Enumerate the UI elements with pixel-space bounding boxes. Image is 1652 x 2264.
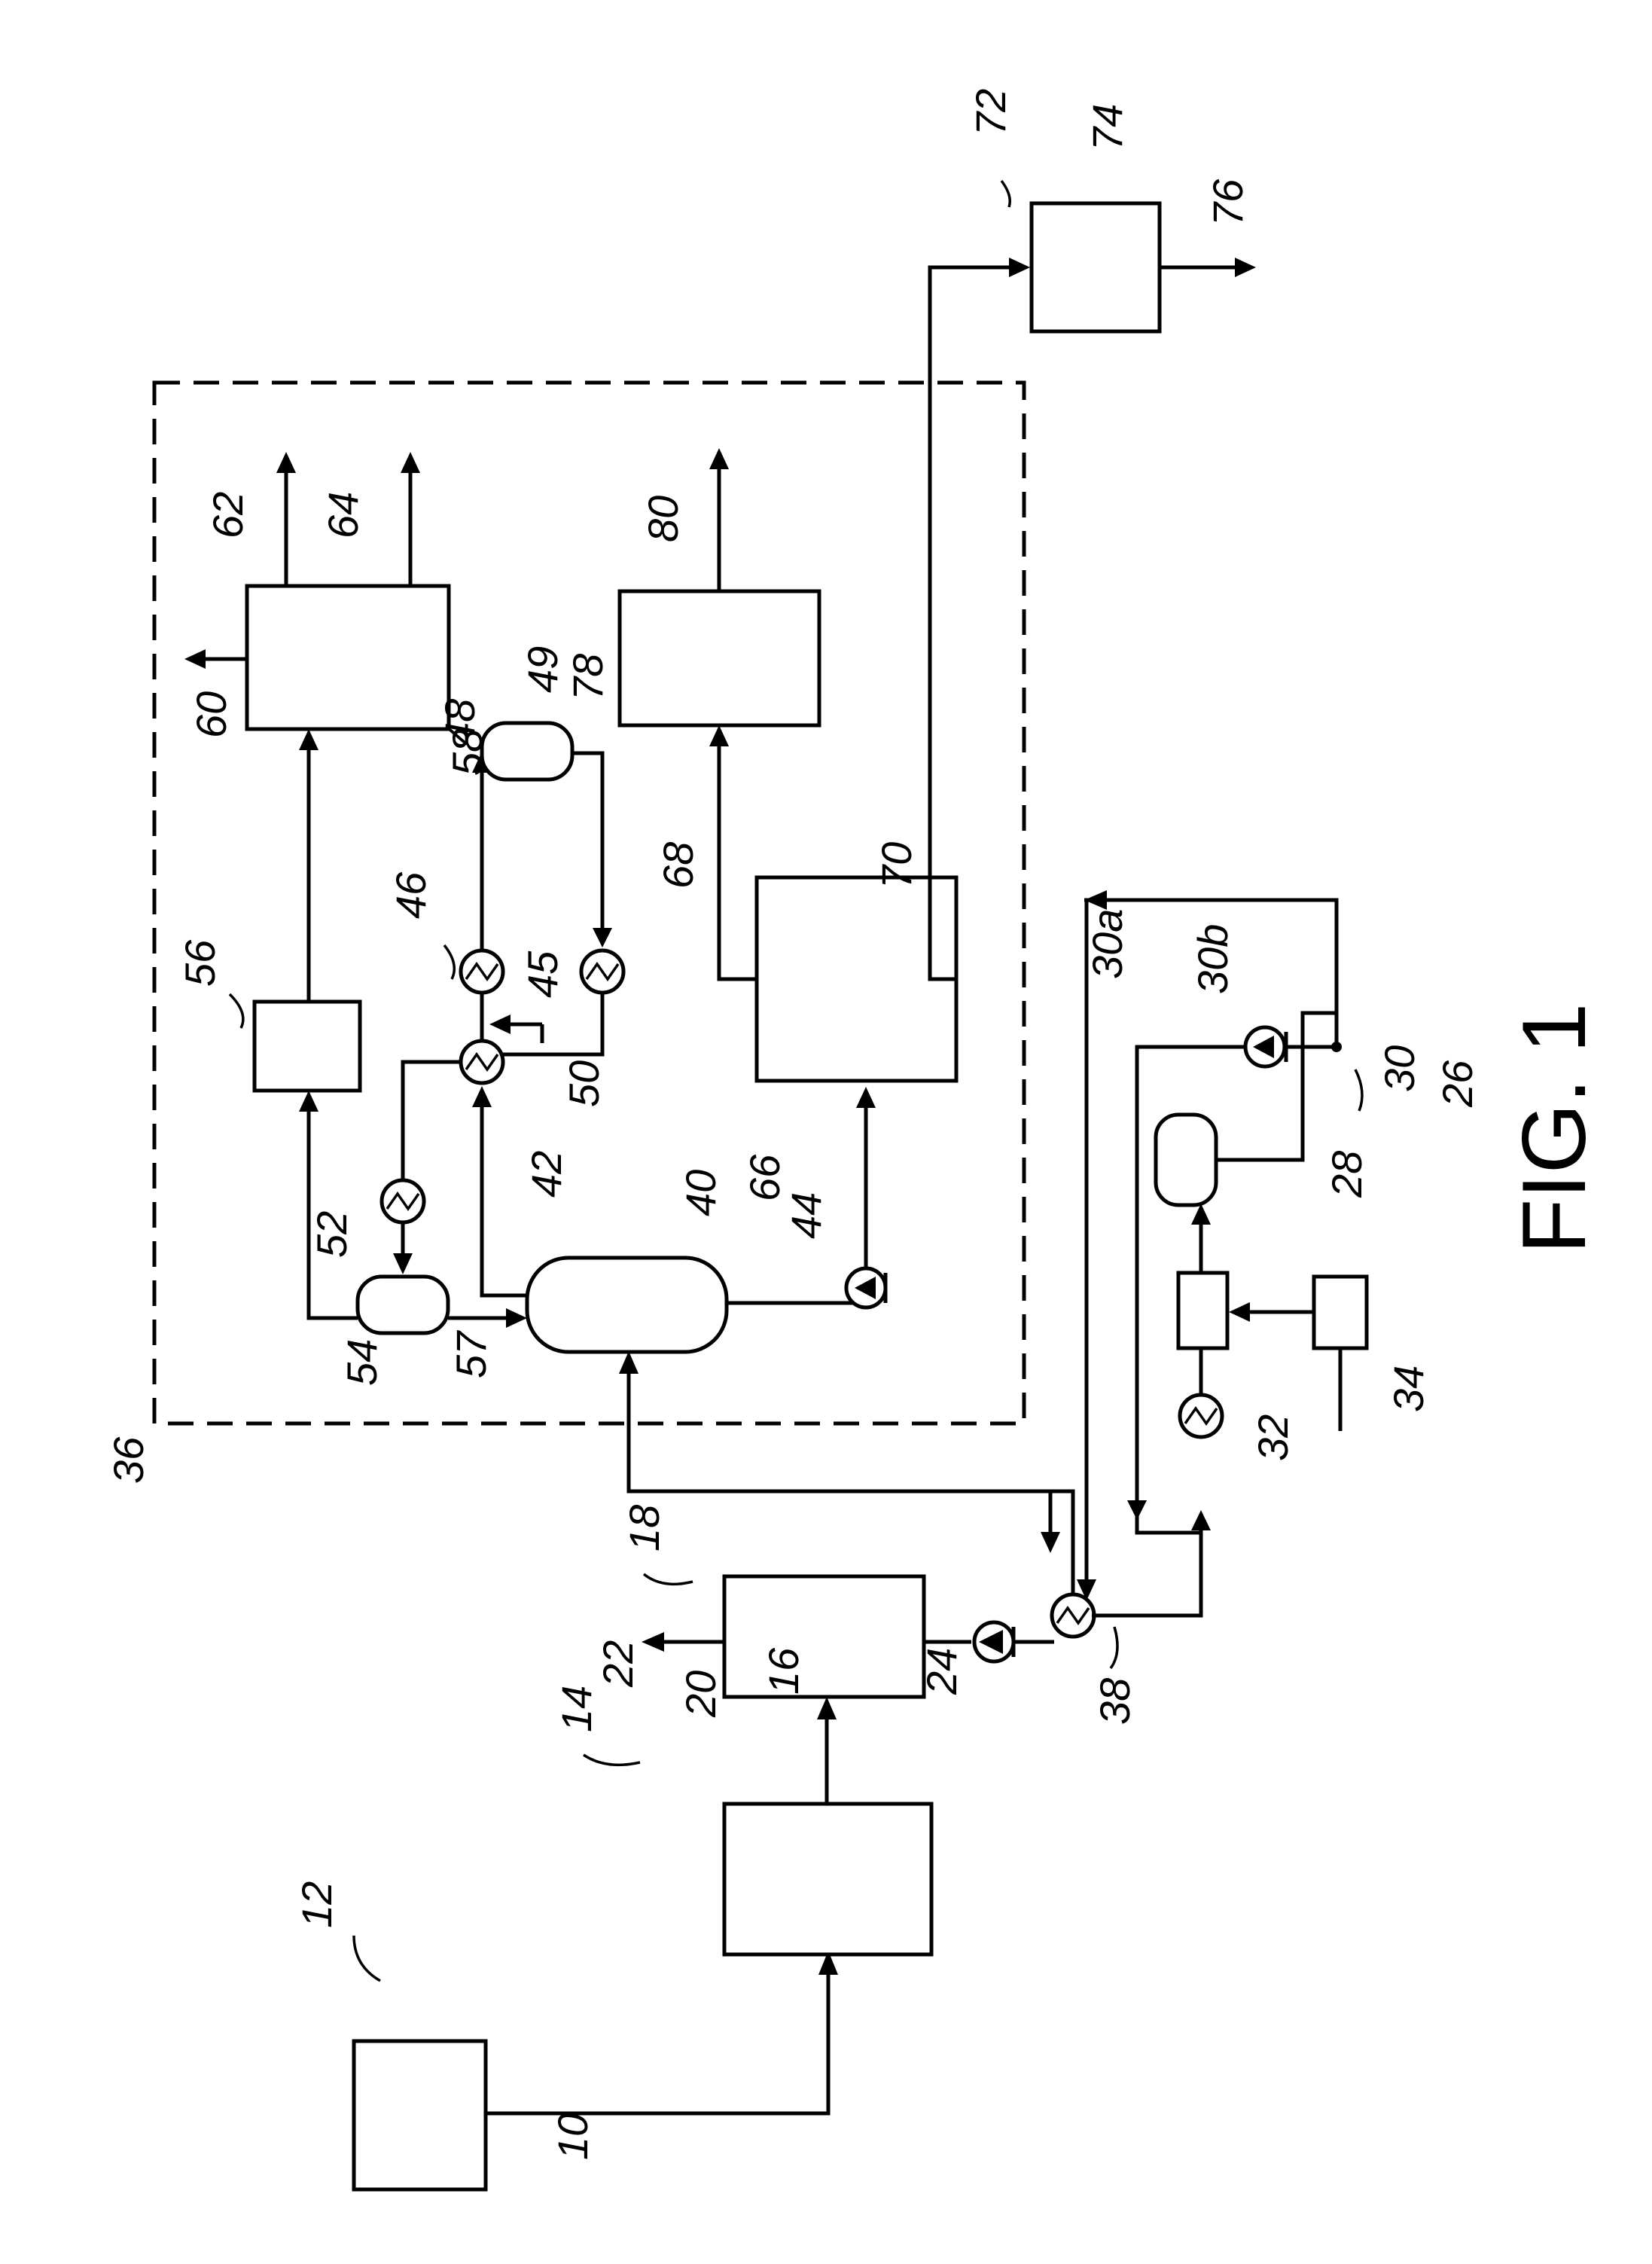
figure-caption: FIG. 1 (1504, 1003, 1605, 1254)
line-10 (486, 1973, 828, 2113)
leader-38 (1111, 1627, 1117, 1668)
label-45: 45 (519, 950, 566, 998)
label-14: 14 (553, 1686, 600, 1732)
injection-unit-34 (1314, 1277, 1367, 1348)
mixer-box (1178, 1273, 1227, 1348)
junction-30 (1331, 1042, 1342, 1052)
line-54-arrow (299, 1091, 319, 1112)
line-34-arrow (1229, 1302, 1250, 1322)
label-78: 78 (564, 654, 611, 700)
line-50-52 (403, 1062, 461, 1182)
line-16-arrow (817, 1697, 837, 1719)
unit-12-box (354, 2041, 486, 2189)
leader-12 (354, 1936, 380, 1981)
label-42: 42 (523, 1151, 570, 1198)
label-52: 52 (308, 1211, 355, 1258)
line-feed-40 (629, 1371, 1073, 1594)
line-80-arrow (709, 448, 729, 469)
line-22-arrow (642, 1632, 664, 1652)
line-70 (930, 267, 1013, 979)
leader-46 (444, 945, 454, 979)
label-44: 44 (782, 1192, 830, 1239)
label-64: 64 (319, 492, 367, 539)
label-38: 38 (1091, 1678, 1138, 1725)
unit-58-box (247, 586, 449, 729)
label-57: 57 (447, 1330, 495, 1378)
line-56-58-arrow (299, 729, 319, 750)
line-76-arrow (1235, 258, 1256, 277)
label-30b: 30b (1189, 924, 1236, 994)
unit-14-box (724, 1804, 931, 1954)
label-24: 24 (918, 1648, 965, 1695)
unit-78-box (620, 591, 819, 725)
label-32: 32 (1249, 1414, 1297, 1461)
label-74: 74 (1084, 104, 1131, 151)
unit-56-box (255, 1002, 360, 1091)
label-16: 16 (760, 1647, 807, 1695)
label-20: 20 (677, 1671, 724, 1718)
label-40: 40 (677, 1170, 724, 1216)
line-70-arrow (1009, 258, 1030, 277)
leader-72 (1001, 181, 1010, 207)
label-18: 18 (620, 1505, 668, 1552)
line-feed-40-tee-arrow (1041, 1532, 1060, 1553)
line-44-to-66-arrow (856, 1087, 876, 1108)
vessel-52 (358, 1277, 448, 1333)
label-80: 80 (639, 496, 687, 542)
unit-74-box (1032, 203, 1160, 331)
label-76: 76 (1204, 178, 1251, 226)
line-45-arrow (489, 1015, 511, 1034)
leader-14 (584, 1755, 640, 1765)
vessel-48 (482, 723, 572, 780)
line-pump-26 (1286, 1013, 1337, 1047)
label-30a: 30a (1084, 909, 1131, 979)
label-49: 49 (519, 646, 566, 693)
line-42 (482, 1100, 527, 1295)
label-62: 62 (204, 492, 251, 539)
label-30: 30 (1376, 1045, 1423, 1092)
line-49 (572, 753, 602, 934)
label-26: 26 (1434, 1060, 1481, 1108)
label-66: 66 (741, 1154, 788, 1201)
label-72: 72 (967, 89, 1014, 136)
line-52-arrowhead (393, 1253, 413, 1274)
label-46: 46 (387, 871, 434, 919)
reactor-40 (527, 1258, 727, 1352)
label-28: 28 (1323, 1151, 1370, 1198)
line-68-arrow (709, 725, 729, 746)
line-feed-40-arrow (619, 1351, 639, 1374)
label-56: 56 (176, 939, 224, 987)
leader-56 (230, 994, 243, 1028)
unit-20-box (724, 1576, 924, 1697)
label-60: 60 (187, 691, 235, 738)
label-68: 68 (654, 842, 702, 889)
line-42-arrow (472, 1086, 492, 1107)
unit-66-box (757, 877, 956, 1081)
vessel-28 (1156, 1115, 1216, 1205)
line-64-arrow (401, 452, 420, 473)
label-58: 58 (443, 729, 491, 776)
line-57-arrow (506, 1308, 527, 1328)
label-34: 34 (1385, 1365, 1432, 1412)
line-62-arrow (276, 452, 296, 473)
label-10: 10 (549, 2113, 596, 2160)
label-50: 50 (560, 1060, 608, 1107)
line-49-arrow (593, 928, 612, 947)
line-hx38-hx32-arrow (1191, 1510, 1211, 1530)
label-36: 36 (105, 1436, 152, 1484)
line-30a-return (1084, 900, 1087, 1597)
label-22: 22 (594, 1640, 642, 1688)
label-12: 12 (293, 1881, 340, 1928)
leader-26 (1355, 1069, 1362, 1111)
leader-18 (644, 1574, 693, 1584)
line-60-arrow (184, 649, 206, 669)
line-68 (719, 742, 757, 979)
label-70: 70 (873, 842, 920, 889)
label-54: 54 (338, 1339, 386, 1386)
line-30a-arrow (1127, 1500, 1147, 1520)
